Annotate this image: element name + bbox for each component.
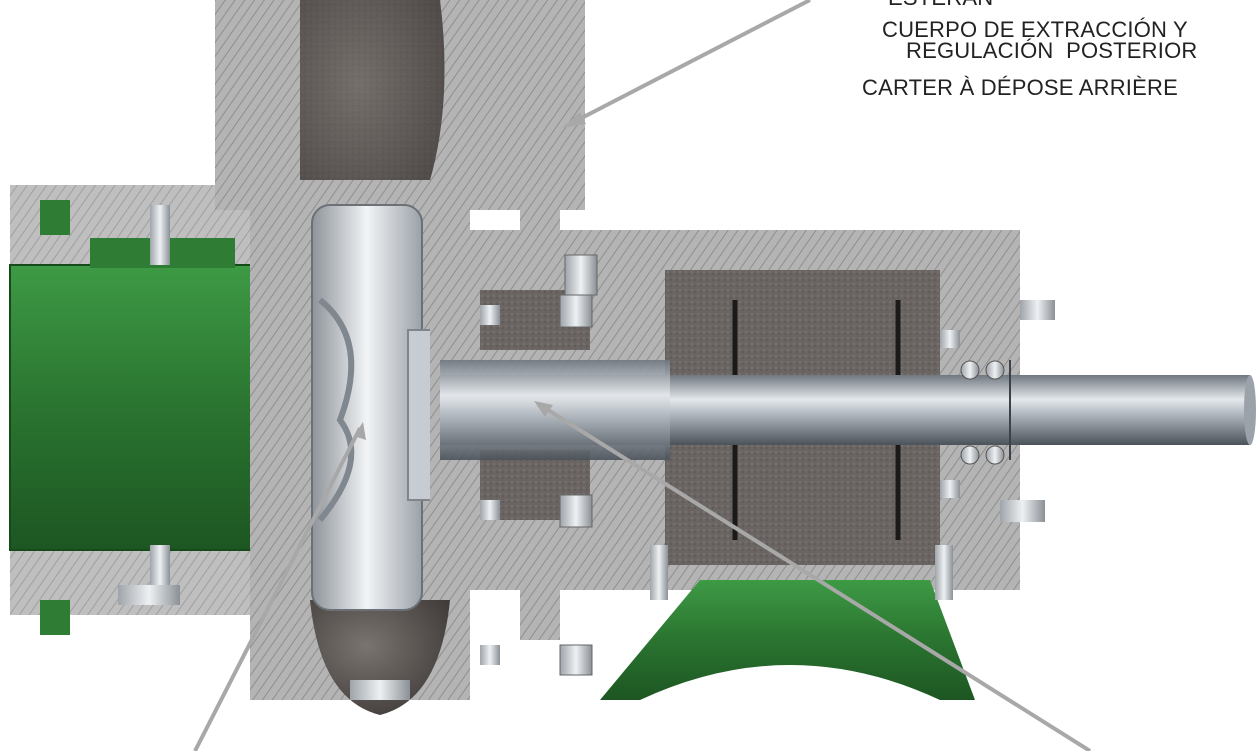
support-foot xyxy=(600,545,975,700)
impeller xyxy=(311,204,439,611)
partial-caption-top: ESTERAN xyxy=(888,0,993,10)
ball-bearings xyxy=(960,360,1005,465)
bolts xyxy=(480,254,1055,676)
caption-spanish-line2: REGULACIÓN POSTERIOR xyxy=(906,38,1198,63)
leader-arrow xyxy=(562,0,811,128)
leader-arrow xyxy=(193,422,366,752)
caption-spanish-line1: CUERPO DE EXTRACCIÓN Y xyxy=(882,17,1188,42)
leader-arrow xyxy=(534,401,1092,753)
shaft xyxy=(440,360,1256,460)
caption-french: CARTER À DÉPOSE ARRIÈRE xyxy=(862,75,1178,100)
leader-lines xyxy=(193,0,1092,753)
